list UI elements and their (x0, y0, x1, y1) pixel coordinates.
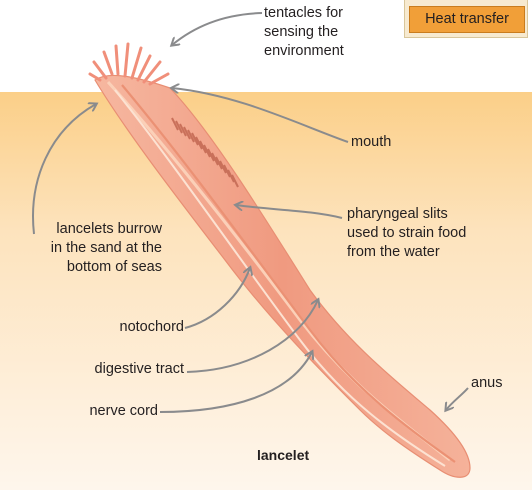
arrow-tentacles (172, 13, 262, 45)
pharyngeal-label: pharyngeal slits used to strain food fro… (347, 205, 466, 262)
topic-tab[interactable]: Heat transfer (404, 0, 528, 38)
digestive-tract-label: digestive tract (40, 360, 184, 379)
anus-label: anus (471, 374, 502, 393)
tentacles-label-line3: environment (264, 42, 344, 61)
tentacles-label: tentacles for sensing the environment (264, 4, 344, 61)
tentacles-label-line2: sensing the (264, 23, 344, 42)
mouth-label: mouth (351, 133, 391, 152)
notochord-label: notochord (60, 318, 184, 337)
topic-tab-label[interactable]: Heat transfer (409, 6, 525, 33)
pharyngeal-label-line3: from the water (347, 243, 466, 262)
pharyngeal-label-line2: used to strain food (347, 224, 466, 243)
burrow-label-line1: lancelets burrow (20, 220, 162, 239)
tentacles-label-line1: tentacles for (264, 4, 344, 23)
burrow-label-line2: in the sand at the (20, 239, 162, 258)
lancelet-caption: lancelet (257, 446, 309, 465)
pharyngeal-label-line1: pharyngeal slits (347, 205, 466, 224)
burrow-label: lancelets burrow in the sand at the bott… (20, 220, 162, 277)
burrow-label-line3: bottom of seas (20, 258, 162, 277)
nerve-cord-label: nerve cord (40, 402, 158, 421)
